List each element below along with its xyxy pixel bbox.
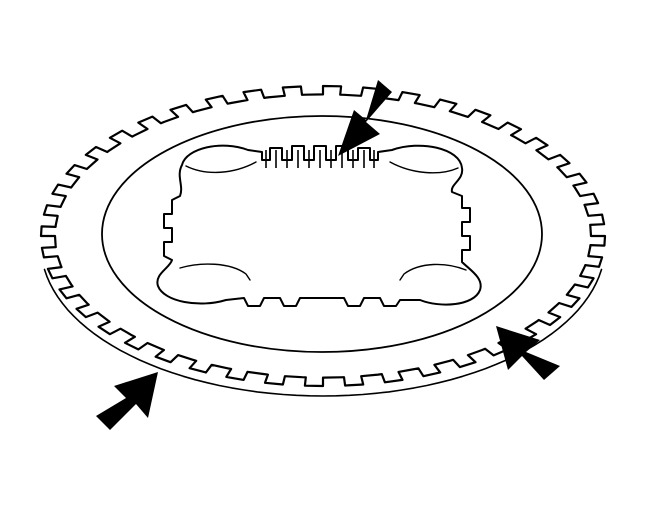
inner-spline-teeth [265, 150, 375, 168]
rim-thickness-edge [43, 268, 603, 397]
indicator-arrows [96, 80, 560, 430]
center-hole-upper-lip-right [389, 161, 459, 174]
splined-center-hole [156, 144, 482, 307]
arrow-bottom-left [96, 372, 158, 430]
center-hole-upper-lip [185, 161, 257, 174]
arrow-right [496, 326, 560, 380]
outer-toothed-rim [39, 84, 607, 397]
arrow-top [338, 80, 392, 156]
inner-ring-edge [101, 115, 543, 353]
outer-teeth-outline [39, 84, 607, 388]
center-hole-lower-lip-right [399, 263, 467, 281]
center-hole-lower-lip [179, 263, 251, 281]
center-hole-outline [156, 144, 482, 307]
